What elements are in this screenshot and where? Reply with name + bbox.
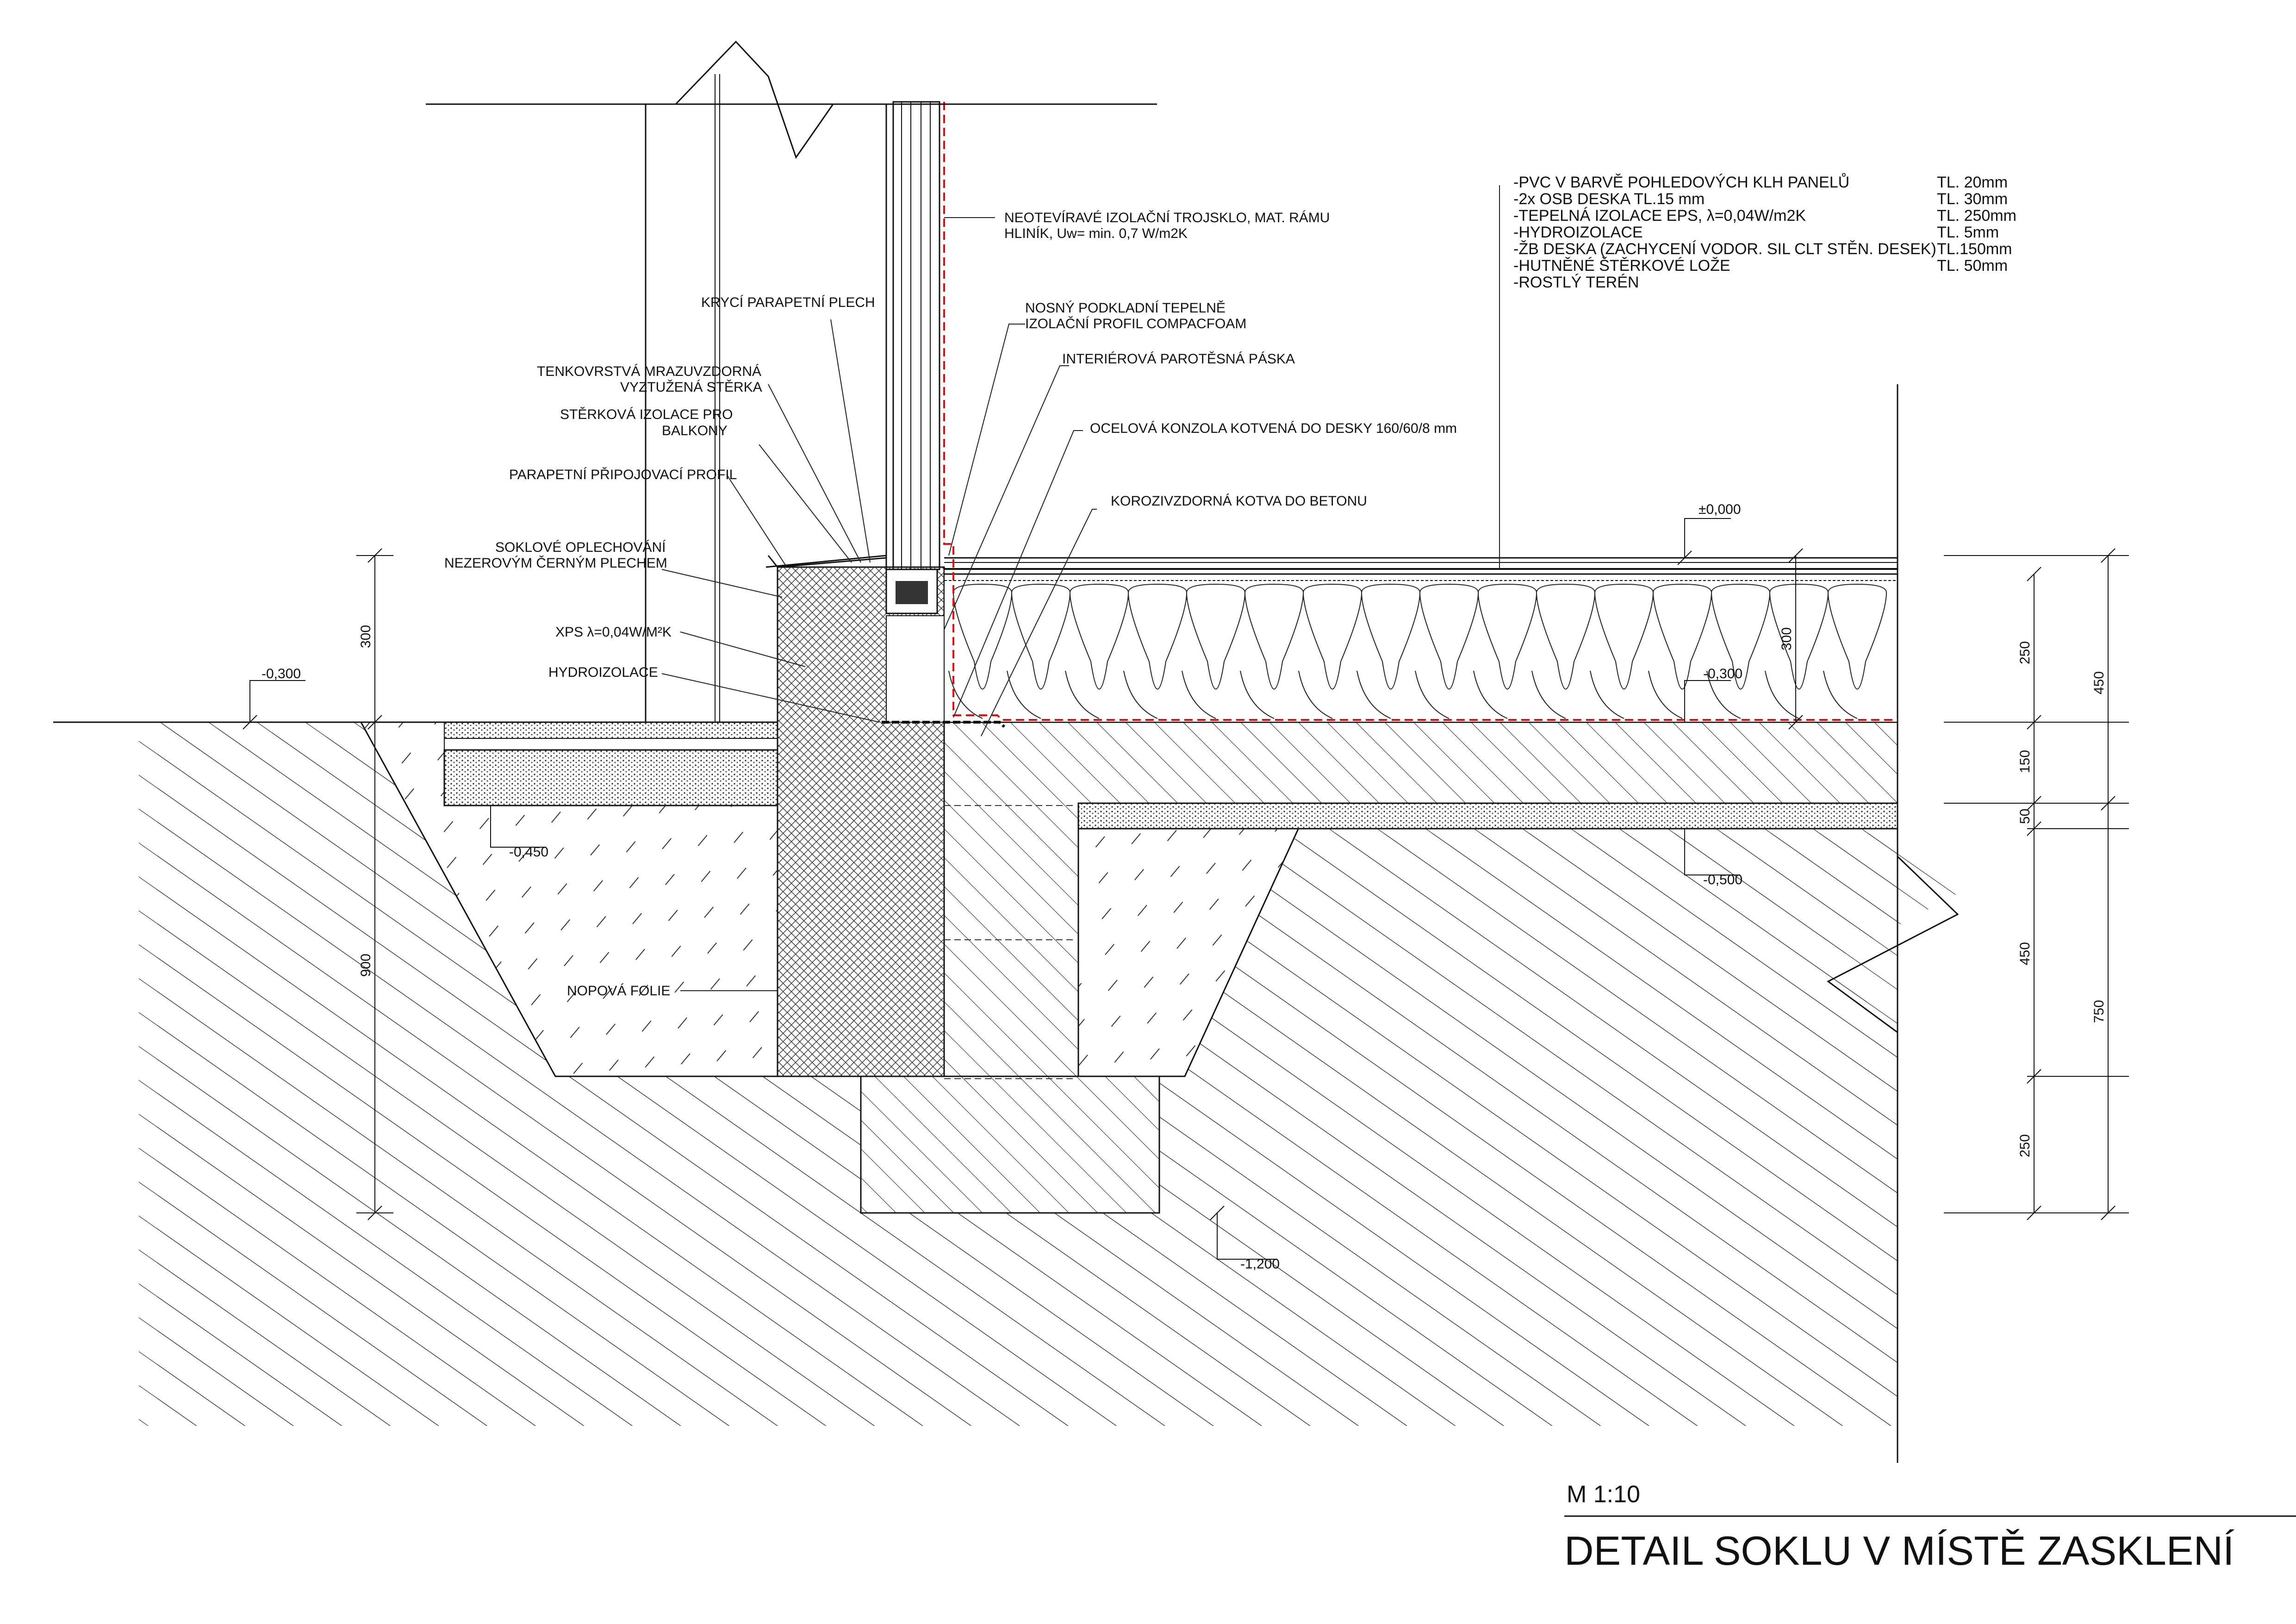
spec-row: -HUTNĚNÉ ŠTĚRKOVÉ LOŽE bbox=[1513, 257, 1730, 275]
excavation-fill-left bbox=[360, 721, 778, 1077]
drawing-title: DETAIL SOKLU V MÍSTĚ ZASKLENÍ bbox=[1564, 1528, 2234, 1574]
balcony-layers bbox=[443, 722, 778, 806]
title-block: M 1:10 DETAIL SOKLU V MÍSTĚ ZASKLENÍ bbox=[1564, 1481, 2296, 1574]
label-support-profile-1: NOSNÝ PODKLADNÍ TEPELNĚ bbox=[1025, 300, 1226, 316]
wall-outline bbox=[426, 40, 1157, 722]
label-balcony-insulation-2: BALKONY bbox=[662, 423, 728, 438]
spec-row: -HYDROIZOLACE bbox=[1513, 224, 1643, 241]
xps-insulation bbox=[777, 566, 945, 1077]
window-frame bbox=[885, 101, 940, 614]
dim-right-250a: 250 bbox=[2017, 641, 2033, 664]
label-vapor-tape: INTERIÉROVÁ PAROTĚSNÁ PÁSKA bbox=[1062, 351, 1295, 367]
dimension-texts: 300 900 300 250 150 50 450 250 450 750 bbox=[358, 625, 2107, 1157]
label-anchor: KOROZIVZDORNÁ KOTVA DO BETONU bbox=[1111, 493, 1367, 509]
level-texts: ±0,000 -0,300 -0,300 -0,450 -0,500 -1,20… bbox=[261, 502, 1742, 1272]
level-minus-500: -0,500 bbox=[1703, 872, 1742, 887]
annotation-labels: NEOTEVÍRAVÉ IZOLAČNÍ TROJSKLO, MAT. RÁMU… bbox=[444, 210, 1457, 999]
label-dimple-membrane: NOPOVÁ FOLIE bbox=[567, 983, 670, 999]
dim-right-450a: 450 bbox=[2017, 942, 2033, 965]
eps-insulation-symbol bbox=[948, 583, 1887, 719]
level-zero: ±0,000 bbox=[1699, 502, 1741, 517]
dim-outer-750: 750 bbox=[2091, 1000, 2107, 1023]
label-balcony-insulation-1: STĚRKOVÁ IZOLACE PRO bbox=[560, 407, 733, 422]
label-thin-render-2: VYZTUŽENÁ STĚRKA bbox=[620, 380, 762, 395]
label-support-profile-2: IZOLAČNÍ PROFIL COMPACFOAM bbox=[1025, 316, 1246, 331]
waterproofing-line bbox=[882, 721, 1006, 728]
label-waterproofing: HYDROIZOLACE bbox=[548, 665, 658, 680]
dim-right-250b: 250 bbox=[2017, 1134, 2033, 1157]
spec-thickness: TL. 20mm bbox=[1937, 174, 2008, 191]
excavation-fill-right bbox=[1077, 823, 1302, 1077]
level-minus-1200: -1,200 bbox=[1240, 1256, 1280, 1272]
layer-spec-list: -PVC V BARVĚ POHLEDOVÝCH KLH PANELŮ TL. … bbox=[1513, 173, 2016, 291]
dim-right-50: 50 bbox=[2017, 809, 2033, 824]
label-sill-profile: PARAPETNÍ PŘIPOJOVACÍ PROFIL bbox=[509, 467, 737, 482]
spec-row: -TEPELNÁ IZOLACE EPS, λ=0,04W/m2K bbox=[1513, 207, 1806, 225]
label-steel-bracket: OCELOVÁ KONZOLA KOTVENÁ DO DESKY 160/60/… bbox=[1090, 421, 1457, 436]
spec-thickness: TL. 30mm bbox=[1937, 190, 2008, 208]
eps-insulation bbox=[944, 569, 1898, 723]
dim-right-150: 150 bbox=[2017, 750, 2033, 773]
spec-thickness: TL. 50mm bbox=[1937, 257, 2008, 275]
label-plinth-flashing-2: NEZEROVÝM ČERNÝM PLECHEM bbox=[444, 555, 667, 571]
level-minus-450: -0,450 bbox=[509, 844, 548, 860]
spec-thickness: TL.150mm bbox=[1937, 240, 2012, 258]
spec-row: -ŽB DESKA (ZACHYCENÍ VODOR. SIL CLT STĚN… bbox=[1513, 240, 1936, 258]
label-plinth-flashing-1: SOKLOVÉ OPLECHOVÁNÍ bbox=[495, 540, 666, 555]
label-cover-sill: KRYCÍ PARAPETNÍ PLECH bbox=[701, 295, 875, 310]
spec-row: -2x OSB DESKA TL.15 mm bbox=[1513, 190, 1705, 208]
spec-row: -ROSTLÝ TERÉN bbox=[1513, 274, 1639, 291]
floor-finish bbox=[944, 384, 1898, 1463]
leader-lines bbox=[661, 185, 1500, 991]
dim-left-300: 300 bbox=[358, 625, 373, 648]
vapor-barrier-line bbox=[943, 102, 1898, 721]
label-triple-glazing-1: NEOTEVÍRAVÉ IZOLAČNÍ TROJSKLO, MAT. RÁMU bbox=[1004, 210, 1330, 225]
level-minus-300-right: -0,300 bbox=[1703, 666, 1742, 681]
hidden-lines bbox=[944, 805, 1074, 1079]
spec-row: -PVC V BARVĚ POHLEDOVÝCH KLH PANELŮ bbox=[1513, 173, 1849, 191]
label-xps: XPS λ=0,04W/M²K bbox=[555, 625, 672, 640]
break-line bbox=[1827, 856, 1959, 1033]
dimension-lines bbox=[356, 548, 2129, 1220]
spec-thickness: TL. 250mm bbox=[1937, 207, 2016, 225]
label-triple-glazing-2: HLINÍK, Uw= min. 0,7 W/m2K bbox=[1004, 226, 1188, 241]
dim-left-900: 900 bbox=[358, 954, 373, 977]
spec-thickness: TL. 5mm bbox=[1937, 224, 1999, 241]
drawing-scale: M 1:10 bbox=[1567, 1481, 1640, 1508]
level-markers bbox=[243, 518, 1740, 1260]
level-minus-300-left: -0,300 bbox=[261, 666, 301, 681]
concrete-footing bbox=[860, 1075, 1160, 1214]
dim-outer-450: 450 bbox=[2091, 671, 2107, 694]
dim-mid-300: 300 bbox=[1779, 627, 1794, 650]
gravel-bed bbox=[1077, 802, 1898, 830]
label-thin-render-1: TENKOVRSTVÁ MRAZUVZDORNÁ bbox=[537, 364, 761, 379]
